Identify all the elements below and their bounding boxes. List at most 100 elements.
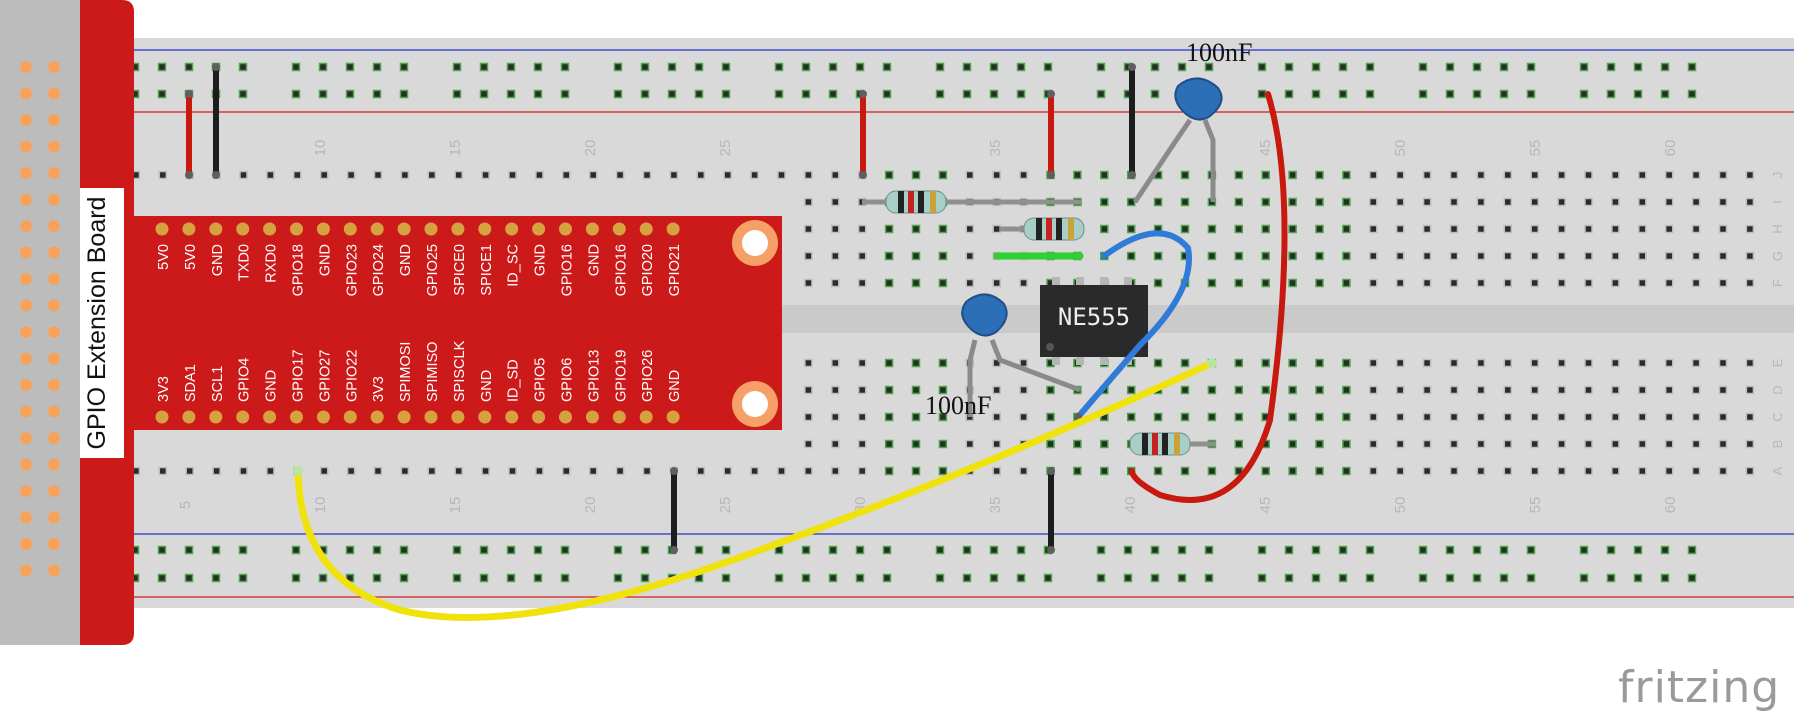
pi-header-pin: [20, 485, 32, 497]
rail-hole: [1311, 89, 1321, 99]
rail-hole: [1257, 573, 1267, 583]
breadboard-hole: [642, 170, 652, 180]
breadboard-hole: [1503, 224, 1513, 234]
rail-hole: [828, 545, 838, 555]
gpio-label-top: GND: [317, 244, 333, 276]
rail-hole: [560, 62, 570, 72]
breadboard-hole: [1153, 251, 1163, 261]
breadboard-hole: [1288, 197, 1297, 207]
rail-hole: [1606, 573, 1616, 583]
breadboard-hole: [831, 385, 840, 395]
breadboard-hole: [1503, 466, 1513, 476]
rail-hole: [1606, 89, 1616, 99]
breadboard-hole: [1315, 170, 1324, 180]
breadboard-hole: [1745, 278, 1755, 288]
gpio-pin-top: [666, 222, 680, 236]
breadboard-hole: [938, 224, 948, 234]
gpio-pin-bottom: [532, 410, 546, 424]
breadboard-hole: [1234, 412, 1244, 422]
pi-header-pin: [48, 87, 60, 100]
breadboard-hole: [992, 385, 1001, 395]
rail-hole: [399, 89, 409, 99]
rail-hole: [721, 89, 731, 99]
breadboard-hole: [831, 278, 840, 288]
rail-hole: [1150, 573, 1160, 583]
rail-hole: [1150, 545, 1160, 555]
gpio-label-top: 5V0: [183, 244, 199, 270]
breadboard-hole: [1503, 278, 1513, 288]
breadboard-hole: [831, 224, 840, 234]
breadboard-hole: [857, 251, 867, 261]
rail-hole: [372, 545, 382, 555]
column-number-top: 35: [987, 140, 1004, 157]
blue-wire: [1075, 230, 1192, 420]
pi-header-pin: [20, 220, 32, 232]
rail-hole: [318, 62, 328, 72]
breadboard-hole: [1180, 224, 1190, 234]
pi-header-pin: [48, 432, 60, 444]
breadboard-hole: [1019, 278, 1028, 288]
rail-hole: [345, 545, 355, 555]
breadboard-hole: [1718, 251, 1728, 261]
breadboard-hole: [1530, 466, 1539, 476]
breadboard-hole: [1611, 251, 1620, 261]
breadboard-hole: [1342, 278, 1351, 288]
gpio-pin-bottom: [559, 410, 572, 424]
pi-header-pin: [20, 87, 32, 100]
breadboard-hole: [1180, 385, 1190, 395]
breadboard-hole: [1153, 358, 1163, 368]
rail-hole: [1445, 573, 1455, 583]
rail-hole: [882, 62, 892, 72]
breadboard-hole: [1422, 358, 1432, 368]
breadboard-hole: [1611, 439, 1620, 449]
gpio-pin-bottom: [316, 410, 330, 424]
rail-hole: [1445, 545, 1455, 555]
breadboard-hole: [1019, 385, 1028, 395]
pi-header-pin: [20, 511, 32, 524]
breadboard-hole: [1664, 466, 1674, 476]
breadboard-hole: [992, 170, 1001, 180]
gpio-label-bottom: SPIMISO: [425, 342, 441, 402]
breadboard-hole: [1261, 278, 1270, 288]
breadboard-hole: [1503, 412, 1513, 422]
rail-hole: [184, 62, 194, 72]
red-wire-end: [1047, 171, 1055, 179]
breadboard-hole: [1449, 439, 1459, 449]
rail-hole: [1579, 62, 1589, 72]
breadboard-hole: [1745, 170, 1755, 180]
resistor-2-band: [1046, 218, 1052, 240]
breadboard-hole: [185, 466, 194, 476]
breadboard-hole: [1395, 412, 1405, 422]
gpio-label-top: GPIO16: [560, 244, 576, 296]
rail-hole: [1284, 89, 1294, 99]
breadboard-hole: [1315, 224, 1324, 234]
resistor-1-band: [918, 191, 924, 213]
rail-hole: [1365, 62, 1375, 72]
rail-hole: [1257, 89, 1267, 99]
breadboard-hole: [1530, 224, 1539, 234]
breadboard-hole: [1745, 439, 1755, 449]
rail-hole: [1204, 545, 1214, 555]
rail-hole: [1177, 62, 1187, 72]
breadboard-hole: [1073, 170, 1082, 180]
gpio-pin-top: [532, 222, 546, 236]
chip-pin: [1100, 277, 1108, 286]
rail-hole: [613, 573, 623, 583]
breadboard-hole: [212, 466, 221, 476]
pi-header-pin: [48, 246, 60, 259]
breadboard-hole: [1718, 466, 1728, 476]
breadboard-hole: [1100, 170, 1109, 180]
resistor-3-band: [1174, 433, 1180, 455]
red-wire-end: [1047, 90, 1055, 98]
resistor-1-band: [898, 191, 904, 213]
breadboard-hole: [1369, 466, 1378, 476]
pi-header-pin: [20, 352, 32, 365]
breadboard-hole: [804, 439, 813, 449]
gpio-pin-top: [370, 222, 384, 236]
breadboard-hole: [1691, 224, 1701, 234]
column-number-top: 15: [447, 140, 464, 157]
red-arc-wire: [1129, 91, 1288, 503]
breadboard-hole: [1449, 358, 1459, 368]
rail-hole: [1418, 89, 1428, 99]
breadboard-hole: [1530, 358, 1539, 368]
